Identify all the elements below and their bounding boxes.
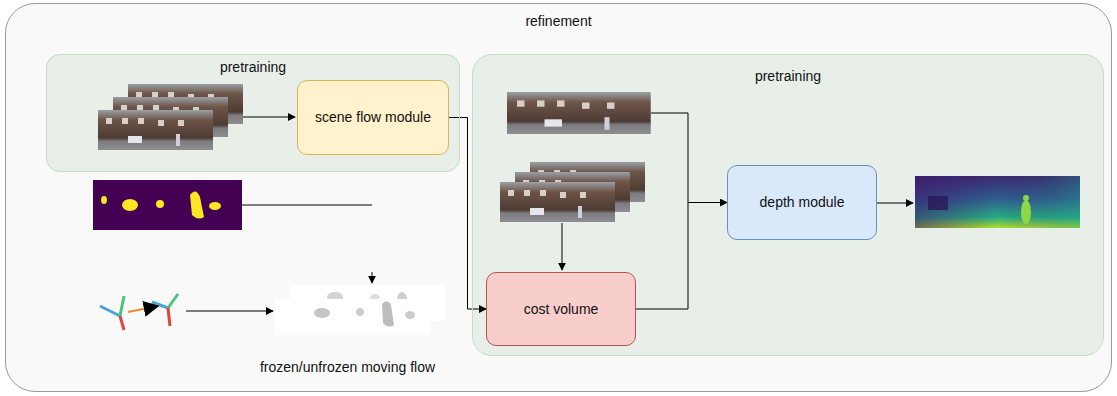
mask-line (242, 205, 372, 206)
box-label: cost volume (524, 301, 599, 318)
process-box: cost volume (486, 272, 636, 346)
input-frames-right (500, 162, 645, 222)
arrow-depth-to-map (877, 203, 913, 204)
flow-arrow (636, 203, 727, 310)
depth-map (915, 176, 1080, 228)
pretraining-region: pretraining scene flow module (46, 54, 460, 172)
process-box: scene flow module (297, 80, 449, 155)
pretraining-region: pretraining cost volume depth module (472, 54, 1104, 356)
region-title: pretraining (755, 68, 821, 85)
outer-fill (5, 3, 1112, 392)
box-label: scene flow module (315, 109, 431, 126)
arrow-flow-head (372, 272, 373, 283)
caption-label: frozen/unfrozen moving flow (220, 358, 475, 376)
arrow-frames-to-scene-flow (243, 117, 295, 118)
moving-flow-images (275, 285, 445, 335)
outer-region: refinementpretrainingscene flow modulepr… (5, 3, 1112, 392)
flow-arrow (449, 118, 486, 310)
region-title: refinement (525, 13, 591, 30)
frame-line (651, 113, 688, 203)
process-box: depth module (727, 165, 877, 240)
motion-mask (93, 180, 242, 230)
annotation-text: frozen/unfrozen moving flow (260, 359, 435, 375)
left-region-fill (46, 54, 460, 172)
right-region-fill (472, 54, 1104, 356)
arrow-pose-to-flow (186, 311, 273, 312)
box-label: depth module (760, 194, 845, 211)
region-title: pretraining (220, 59, 286, 76)
input-frames-left (98, 84, 243, 150)
arrow-frames-to-cost (562, 223, 563, 270)
reference-frame (507, 92, 651, 134)
rigid-pose-icon (100, 294, 178, 330)
